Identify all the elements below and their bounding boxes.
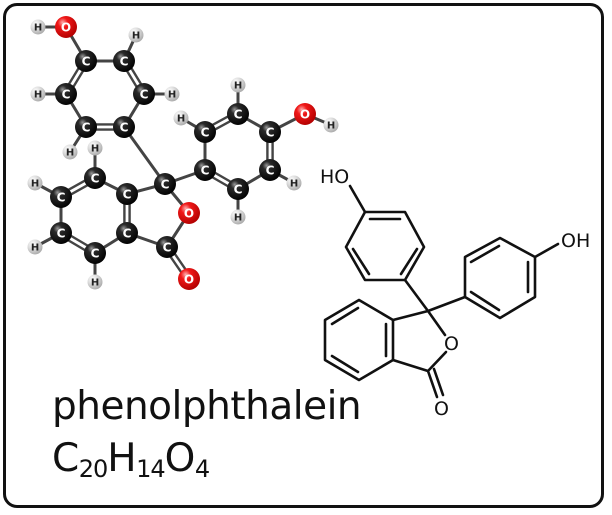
svg-text:O: O: [184, 207, 194, 221]
svg-text:C: C: [82, 55, 91, 69]
hydrogen-atom: H: [230, 209, 246, 225]
svg-text:C: C: [91, 172, 100, 186]
svg-text:H: H: [34, 90, 42, 101]
svg-text:O: O: [300, 108, 310, 122]
compound-name: phenolphthalein: [52, 384, 362, 429]
svg-text:H: H: [327, 121, 335, 132]
carbon-atom: C: [50, 186, 72, 208]
svg-text:H: H: [132, 31, 140, 42]
hydrogen-atom: H: [87, 140, 103, 156]
formula-element-o: O: [164, 436, 196, 481]
svg-text:C: C: [266, 164, 275, 178]
svg-text:C: C: [163, 241, 172, 255]
carbon-atom: C: [84, 242, 106, 264]
carbonyl-oxygen-label: O: [434, 398, 449, 420]
svg-text:C: C: [201, 164, 210, 178]
oxygen-atom: O: [55, 16, 77, 38]
oxygen-atom: O: [178, 202, 200, 224]
carbon-atom: C: [75, 50, 97, 72]
carbon-atom: C: [227, 103, 249, 125]
hydroxyl-label-top: HO: [320, 166, 349, 188]
hydrogen-atom: H: [173, 110, 189, 126]
carbon-atom: C: [194, 159, 216, 181]
hydrogen-atom: H: [323, 117, 339, 133]
formula-count-o: 4: [194, 455, 210, 483]
svg-text:C: C: [161, 178, 170, 192]
svg-text:C: C: [120, 55, 129, 69]
carbon-atom: C: [113, 116, 135, 138]
hydrogen-atom: H: [164, 86, 180, 102]
svg-text:C: C: [234, 183, 243, 197]
carbon-atom: C: [133, 83, 155, 105]
svg-text:C: C: [140, 88, 149, 102]
hydrogen-atom: H: [286, 175, 302, 191]
oxygen-atom: O: [294, 103, 316, 125]
svg-text:C: C: [57, 227, 66, 241]
carbon-atom: C: [113, 50, 135, 72]
svg-text:C: C: [201, 126, 210, 140]
carbon-atom: C: [55, 83, 77, 105]
formula-count-h: 14: [136, 455, 166, 483]
card-border: [3, 3, 604, 508]
formula-element-h: H: [107, 436, 137, 481]
formula-count-c: 20: [78, 455, 109, 483]
carbon-atom: C: [194, 121, 216, 143]
hydroxyl-label-right: OH: [561, 230, 590, 252]
svg-text:C: C: [91, 247, 100, 261]
svg-text:H: H: [66, 148, 74, 159]
oxygen-atom: O: [178, 268, 200, 290]
svg-text:H: H: [34, 23, 42, 34]
hydrogen-atom: H: [30, 19, 46, 35]
hydrogen-atom: H: [62, 144, 78, 160]
svg-text:H: H: [177, 114, 185, 125]
svg-text:O: O: [61, 21, 71, 35]
carbon-atom: C: [75, 116, 97, 138]
carbon-atom: C: [259, 159, 281, 181]
svg-text:H: H: [234, 213, 242, 224]
carbon-atom: C: [84, 167, 106, 189]
carbon-atom: C: [116, 222, 138, 244]
carbon-atom: C: [50, 222, 72, 244]
svg-text:C: C: [120, 121, 129, 135]
carbon-atom: C: [156, 236, 178, 258]
bond: [122, 125, 167, 186]
molecular-formula: C20H14O4: [52, 436, 210, 483]
carbon-atom: C: [259, 121, 281, 143]
svg-text:H: H: [290, 179, 298, 190]
svg-text:H: H: [91, 144, 99, 155]
carbon-atom: C: [227, 178, 249, 200]
formula-element-c: C: [52, 436, 79, 481]
svg-text:H: H: [234, 81, 242, 92]
svg-text:C: C: [62, 88, 71, 102]
svg-text:C: C: [123, 188, 132, 202]
carbon-atom: C: [116, 183, 138, 205]
svg-text:C: C: [234, 108, 243, 122]
svg-text:C: C: [82, 121, 91, 135]
svg-text:O: O: [184, 273, 194, 287]
carbon-atom: C: [154, 173, 176, 195]
hydrogen-atom: H: [87, 274, 103, 290]
svg-text:H: H: [31, 243, 39, 254]
svg-text:C: C: [57, 191, 66, 205]
hydrogen-atom: H: [27, 175, 43, 191]
svg-text:C: C: [266, 126, 275, 140]
svg-text:H: H: [168, 90, 176, 101]
hydrogen-atom: H: [30, 86, 46, 102]
svg-text:C: C: [123, 227, 132, 241]
hydrogen-atom: H: [230, 77, 246, 93]
svg-text:H: H: [91, 278, 99, 289]
hydrogen-atom: H: [128, 27, 144, 43]
svg-text:H: H: [31, 179, 39, 190]
hydrogen-atom: H: [27, 239, 43, 255]
ring-oxygen-label: O: [444, 333, 459, 355]
